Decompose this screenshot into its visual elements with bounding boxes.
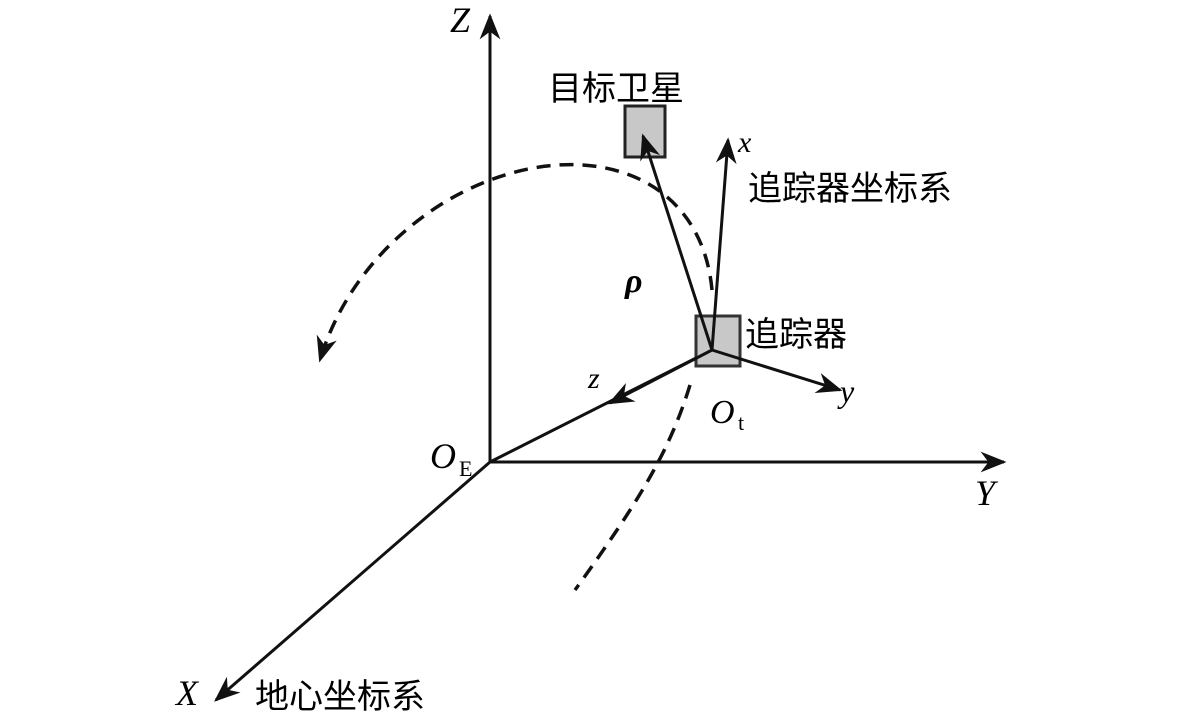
y-label: y [837,373,855,409]
tracker-label: 追踪器 [745,315,847,355]
rho-label: ρ [624,263,643,300]
earth-frame-label: 地心坐标系 [255,677,425,717]
OE-subscript: E [459,456,472,481]
Z-label: Z [450,0,471,40]
orbit-dashed-lower [573,384,692,592]
Ot-label: O [710,394,735,431]
z-vector [607,348,713,405]
rho-vector [640,133,714,351]
OE-label: O [430,436,456,476]
z-label: z [587,362,600,395]
target-satellite-box [623,104,667,159]
y-vector [711,348,843,393]
target-satellite-label: 目标卫星 [548,69,684,109]
x-label: x [737,126,752,159]
orbit-dashed-arc [316,162,714,363]
Ot-subscript: t [738,410,744,435]
X-label: X [174,673,200,713]
x-vector [710,137,737,351]
Y-label: Y [975,473,999,513]
X-axis [214,460,491,702]
tracker-frame-label: 追踪器坐标系 [748,169,952,209]
